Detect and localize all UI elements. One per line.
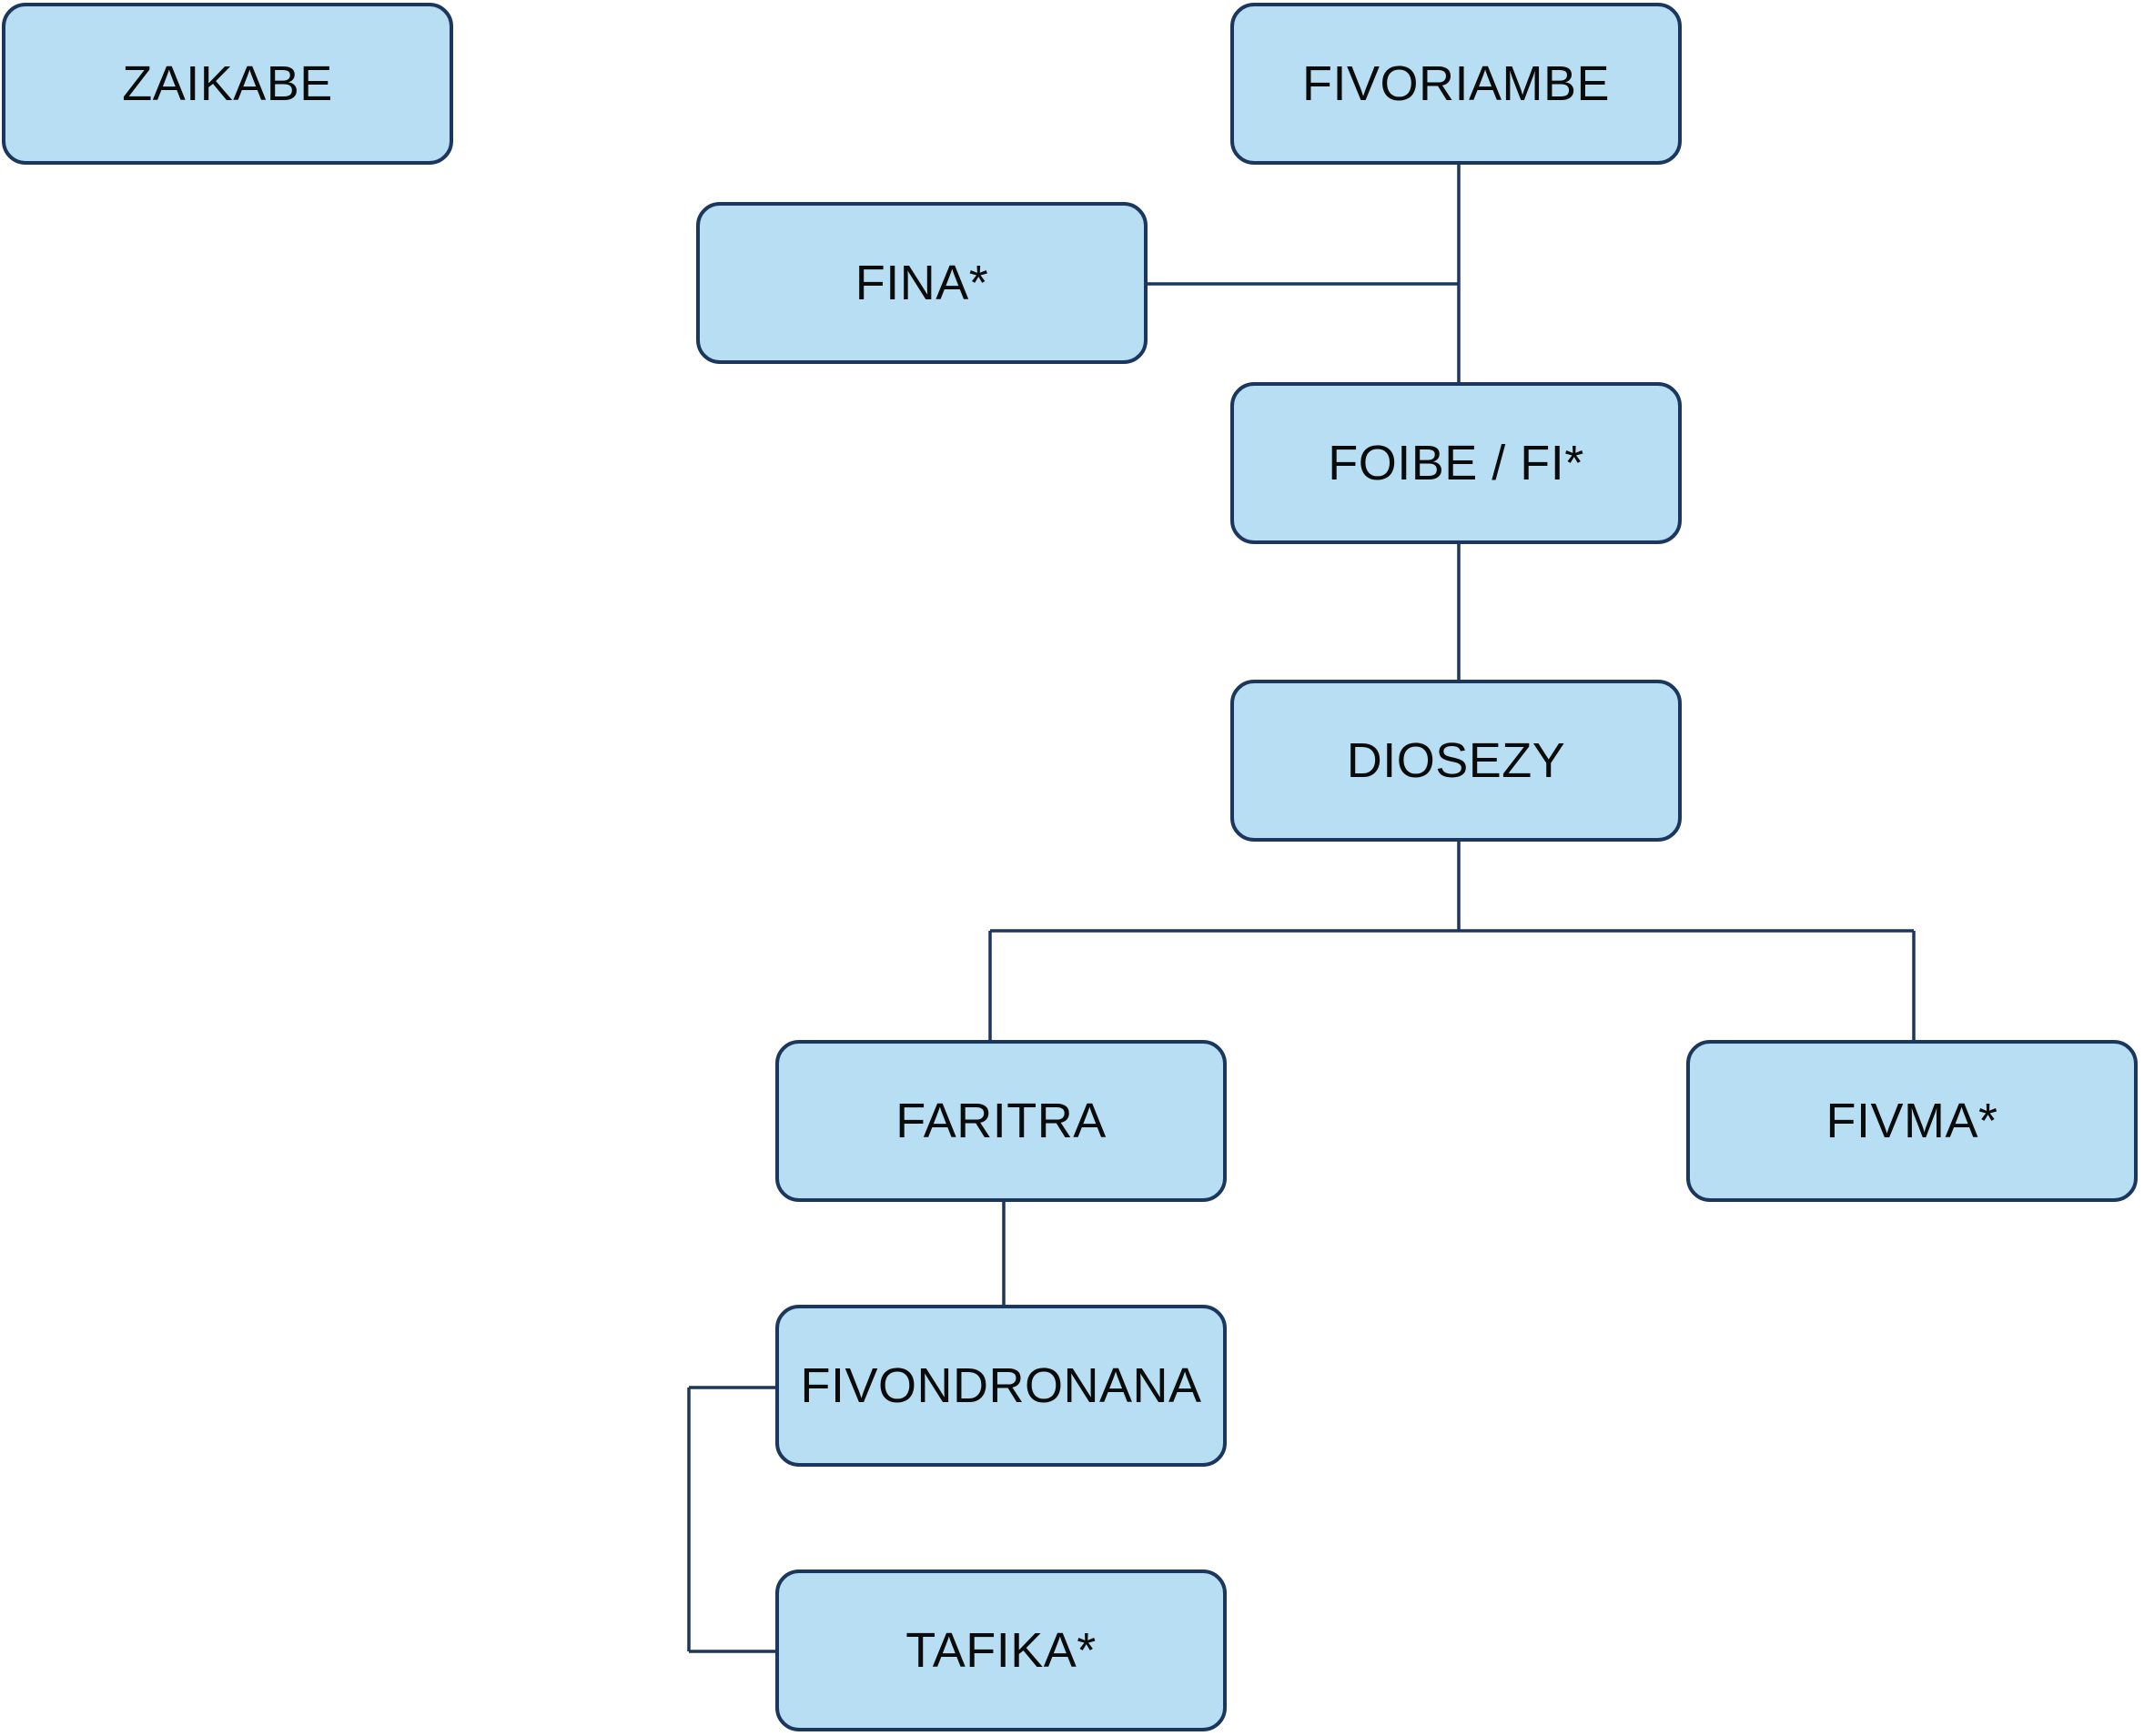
node-label-zaikabe: ZAIKABE	[122, 56, 333, 111]
node-label-diosezy: DIOSEZY	[1346, 733, 1566, 788]
node-label-foibe: FOIBE / FI*	[1328, 436, 1584, 490]
node-foibe: FOIBE / FI*	[1230, 382, 1682, 544]
node-tafika: TAFIKA*	[775, 1569, 1227, 1731]
node-label-tafika: TAFIKA*	[905, 1623, 1097, 1678]
node-fina: FINA*	[696, 202, 1148, 364]
node-diosezy: DIOSEZY	[1230, 680, 1682, 842]
node-label-fivondronana: FIVONDRONANA	[800, 1358, 1202, 1413]
node-fivoriambe: FIVORIAMBE	[1230, 3, 1682, 165]
node-fivondronana: FIVONDRONANA	[775, 1305, 1227, 1467]
node-label-fivoriambe: FIVORIAMBE	[1301, 56, 1611, 111]
node-label-fina: FINA*	[855, 256, 989, 310]
node-zaikabe: ZAIKABE	[2, 3, 453, 165]
node-fivma: FIVMA*	[1686, 1040, 2138, 1202]
node-faritra: FARITRA	[775, 1040, 1227, 1202]
node-label-faritra: FARITRA	[895, 1094, 1107, 1148]
node-label-fivma: FIVMA*	[1825, 1094, 1998, 1148]
